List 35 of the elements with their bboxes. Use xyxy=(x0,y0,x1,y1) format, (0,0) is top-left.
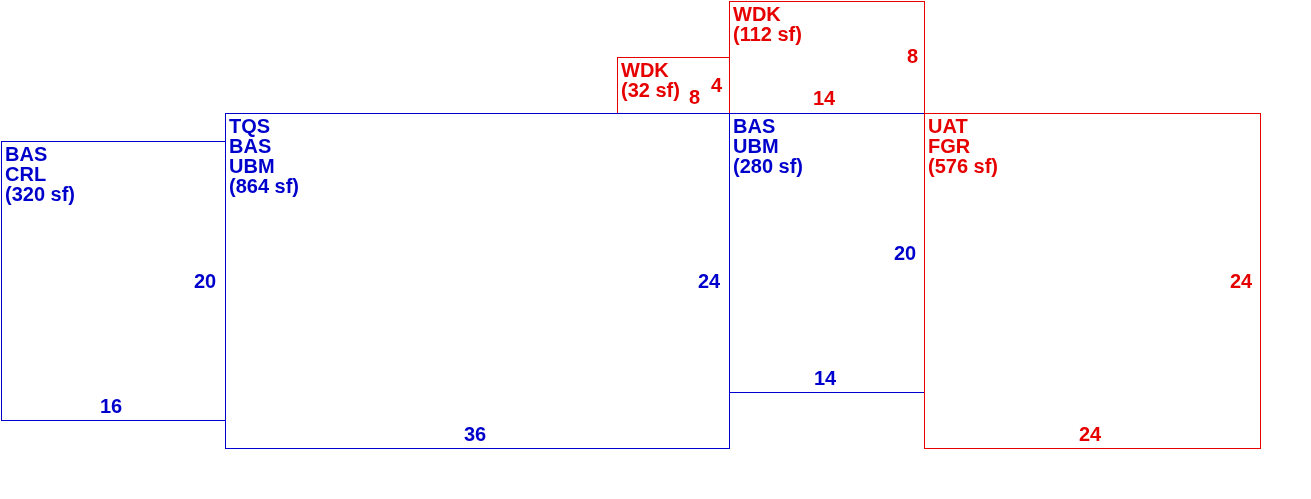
dimension-label: 24 xyxy=(1230,271,1253,291)
room-label: UAT xyxy=(928,116,968,136)
room-outline xyxy=(729,113,925,393)
room-label: (864 sf) xyxy=(229,176,300,196)
dimension-label: 8 xyxy=(907,46,919,66)
room-label: (280 sf) xyxy=(733,156,804,176)
room-label: (320 sf) xyxy=(5,184,76,204)
room-label: (112 sf) xyxy=(733,24,802,44)
dimension-label: 14 xyxy=(813,88,836,108)
dimension-label: 8 xyxy=(689,87,701,107)
room-label: WDK xyxy=(621,60,669,80)
room-label: WDK xyxy=(733,4,781,24)
dimension-label: 16 xyxy=(100,396,123,416)
room-label: BAS xyxy=(5,144,48,164)
dimension-label: 4 xyxy=(711,75,723,95)
dimension-label: 20 xyxy=(894,243,917,263)
room-outline xyxy=(924,113,1261,449)
room-label: (576 sf) xyxy=(928,156,999,176)
room-label: UBM xyxy=(733,136,779,156)
room-outline xyxy=(1,141,226,421)
room-outline xyxy=(225,113,730,449)
room-outline xyxy=(617,57,730,114)
room-outline xyxy=(729,1,925,114)
room-label: FGR xyxy=(928,136,971,156)
dimension-label: 36 xyxy=(464,424,487,444)
dimension-label: 20 xyxy=(194,271,217,291)
room-label: CRL xyxy=(5,164,47,184)
room-label: BAS xyxy=(229,136,272,156)
dimension-label: 24 xyxy=(698,271,721,291)
dimension-label: 14 xyxy=(814,368,837,388)
room-label: UBM xyxy=(229,156,275,176)
dimension-label: 24 xyxy=(1079,424,1102,444)
room-label: BAS xyxy=(733,116,776,136)
room-label: (32 sf) xyxy=(621,80,680,100)
room-label: TQS xyxy=(229,116,271,136)
